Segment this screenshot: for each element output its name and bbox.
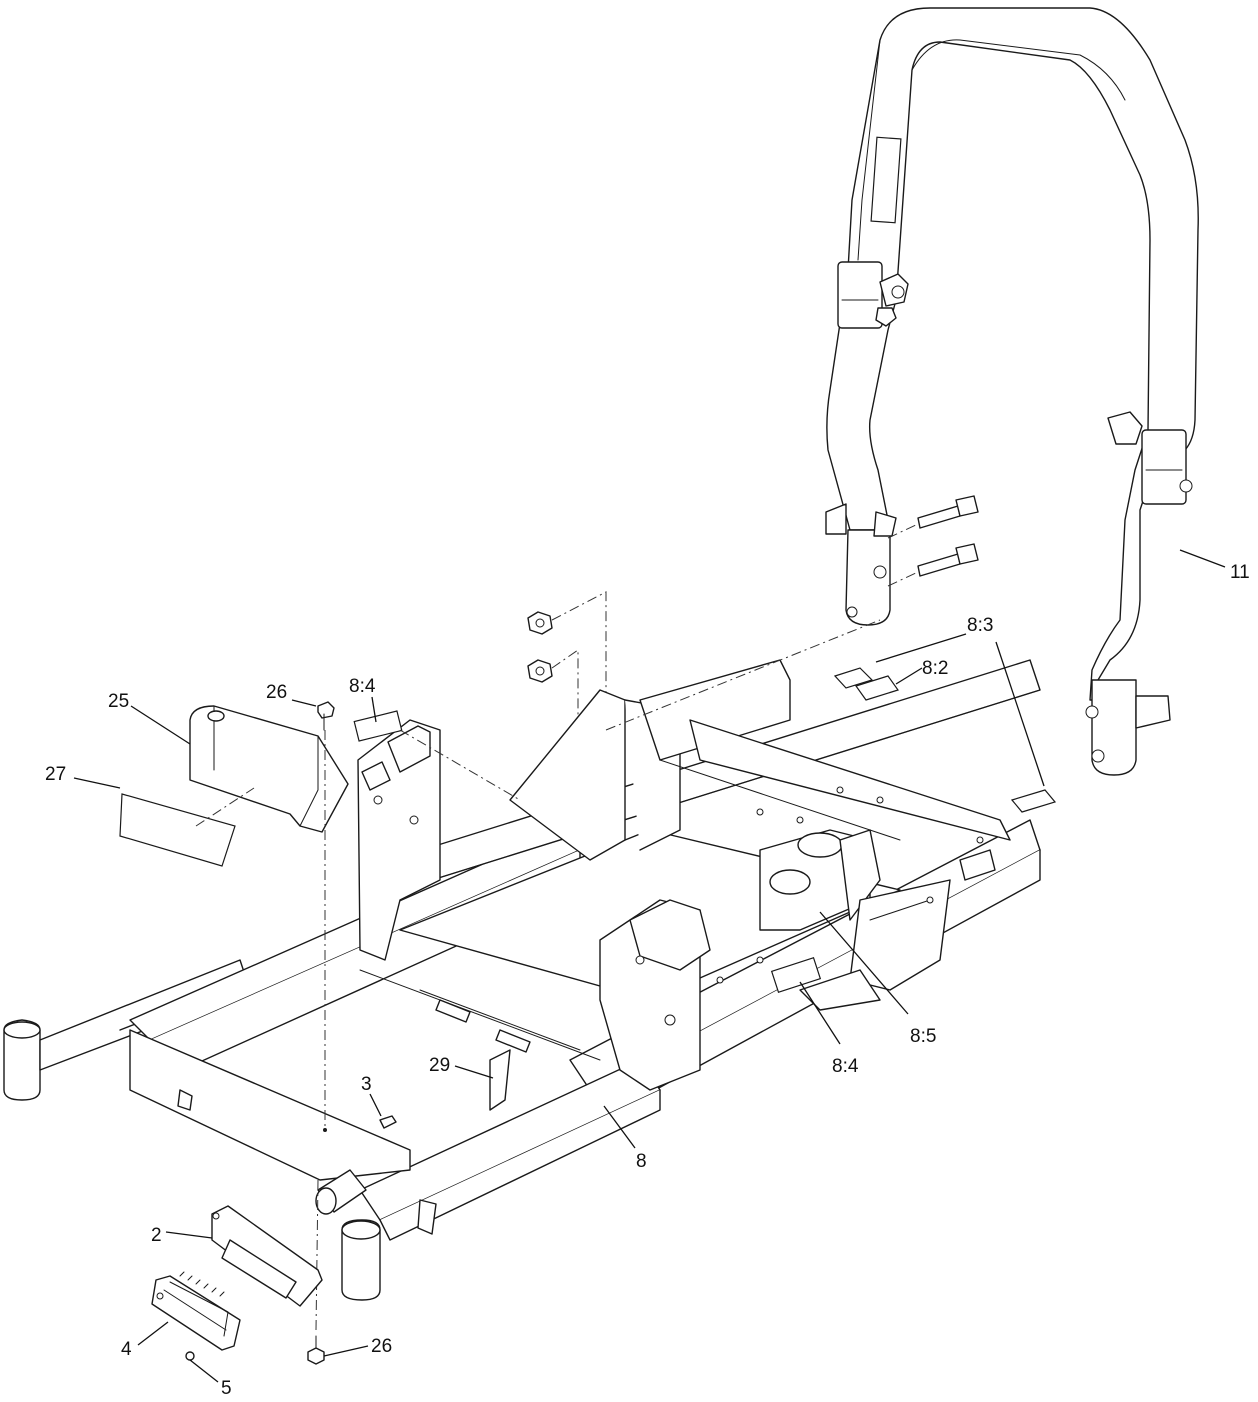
leader-29 [454, 1065, 494, 1079]
leader-26-bottom [323, 1345, 369, 1357]
callout-3: 3 [361, 1074, 372, 1095]
leader-11 [1179, 549, 1226, 568]
callout-11: 11 [1230, 562, 1250, 583]
leader-8-5 [819, 911, 909, 1015]
callout-4: 4 [121, 1339, 132, 1360]
leader-25 [130, 705, 191, 745]
leader-4 [137, 1321, 169, 1346]
leader-5 [189, 1359, 219, 1383]
leader-8-3-a [875, 633, 967, 663]
callout-8-4-right: 8:4 [832, 1056, 859, 1077]
leader-8 [603, 1105, 636, 1149]
callout-25: 25 [108, 691, 129, 712]
callout-29: 29 [429, 1055, 450, 1076]
leader-26-top [291, 699, 317, 707]
leader-27 [73, 777, 121, 789]
callout-8: 8 [636, 1151, 647, 1172]
callout-2: 2 [151, 1225, 162, 1246]
callout-8-4-top: 8:4 [349, 676, 376, 697]
callout-8-2: 8:2 [922, 658, 948, 679]
callout-26-bottom: 26 [371, 1336, 392, 1357]
leader-8-4-right [799, 981, 841, 1045]
cover-assembly [73, 699, 349, 1331]
callout-5: 5 [221, 1378, 232, 1399]
callout-8-5: 8:5 [910, 1026, 936, 1047]
roll-bar-bolts [887, 495, 979, 587]
roll-bar [825, 7, 1226, 776]
leader-2 [165, 1231, 213, 1239]
leader-3 [369, 1093, 382, 1117]
leader-8-2 [895, 667, 923, 685]
light-assembly [137, 1205, 369, 1383]
leader-8-3-b [995, 641, 1045, 787]
callout-labels: 11 8:3 8:2 26 8:4 25 27 8:5 8:4 29 3 8 2… [45, 562, 1250, 1399]
switch-part [369, 1093, 397, 1129]
frame-decals [353, 619, 1057, 813]
callout-26-top: 26 [266, 682, 287, 703]
callout-8-3: 8:3 [967, 615, 993, 636]
main-frame [3, 659, 1041, 1301]
leader-8-4-top [371, 696, 377, 723]
callout-27: 27 [45, 764, 66, 785]
